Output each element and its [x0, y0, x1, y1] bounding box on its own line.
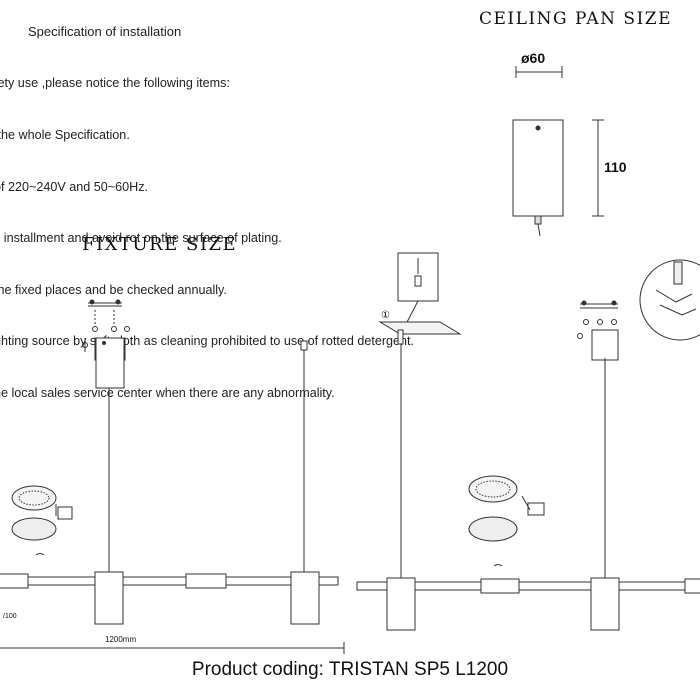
- step-marker: ①: [381, 310, 390, 321]
- width-label: 1200mm: [105, 635, 136, 644]
- ceiling-pan-title: CEILING PAN SIZE: [479, 9, 673, 29]
- ceiling-pan-body: [512, 119, 564, 217]
- right-round-module: [468, 475, 518, 503]
- light-module-2: [185, 573, 227, 589]
- ceiling-plate: [378, 321, 462, 335]
- right-connector-block: [290, 571, 320, 625]
- fixture-left-drawing: [0, 299, 345, 654]
- round-module-detail: [11, 485, 57, 511]
- right-connector-block-1: [386, 577, 416, 631]
- spec-line: of 220~240V and 50~60Hz.: [0, 179, 149, 194]
- left-connector-block: [94, 571, 124, 625]
- product-coding: Product coding: TRISTAN SP5 L1200: [191, 659, 509, 680]
- horizontal-light-bar: [0, 576, 339, 586]
- spec-line: ghting source by soft cloth as cleaning …: [0, 334, 415, 349]
- spec-line: he local sales service center when there…: [0, 386, 335, 401]
- light-module-1: [0, 573, 29, 589]
- right-horizontal-bar: [356, 581, 700, 591]
- spec-line: the whole Specification.: [0, 128, 130, 143]
- diameter-label: ø60: [521, 50, 545, 66]
- left-canopy: [95, 337, 125, 389]
- right-connector-block-2: [590, 577, 620, 631]
- spec-title: Specification of installation: [28, 24, 182, 39]
- right-canopy: [591, 329, 619, 361]
- fixture-title: FIXTURE SIZE: [82, 234, 238, 255]
- ceiling-pan-drawing: [512, 66, 604, 237]
- spec-line: fety use ,please notice the following it…: [0, 76, 230, 91]
- small-dimension-label: /100: [3, 613, 17, 620]
- spec-text: fety use ,please notice the following it…: [0, 41, 414, 437]
- spec-line: the fixed places and be checked annually…: [0, 282, 227, 297]
- connector-zoom-detail: [639, 259, 700, 341]
- height-label: 110: [604, 159, 627, 175]
- spec-line: s installment and avoid rot on the surfa…: [0, 231, 282, 246]
- fixture-right-drawing: [356, 252, 700, 631]
